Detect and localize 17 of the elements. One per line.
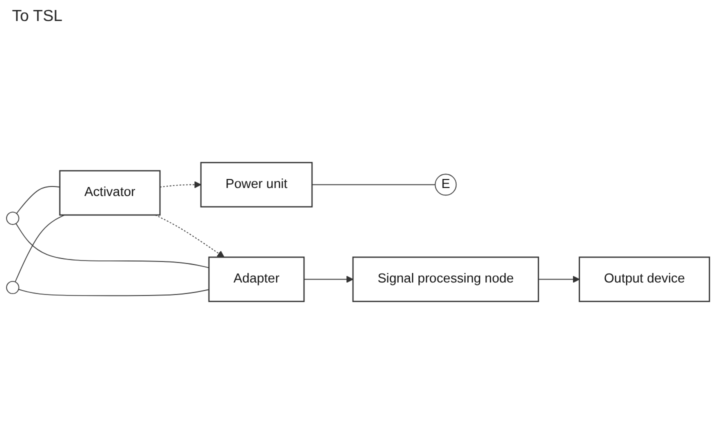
node-circle xyxy=(6,212,20,225)
connector xyxy=(14,214,65,282)
connector xyxy=(16,223,210,268)
node-box: Power unit xyxy=(200,162,313,208)
connector xyxy=(16,186,60,214)
arrow xyxy=(160,181,202,188)
node-box: Signal processing node xyxy=(352,256,540,302)
arrow xyxy=(538,276,580,283)
node-circle: E xyxy=(434,174,457,196)
terminal-label: To TSL xyxy=(12,8,62,26)
connector xyxy=(312,184,436,186)
node-box: Output device xyxy=(578,256,710,302)
arrow xyxy=(304,276,354,283)
node-box: Activator xyxy=(59,170,161,216)
connector xyxy=(18,288,210,296)
node-box: Adapter xyxy=(208,256,305,302)
node-circle xyxy=(6,280,20,294)
